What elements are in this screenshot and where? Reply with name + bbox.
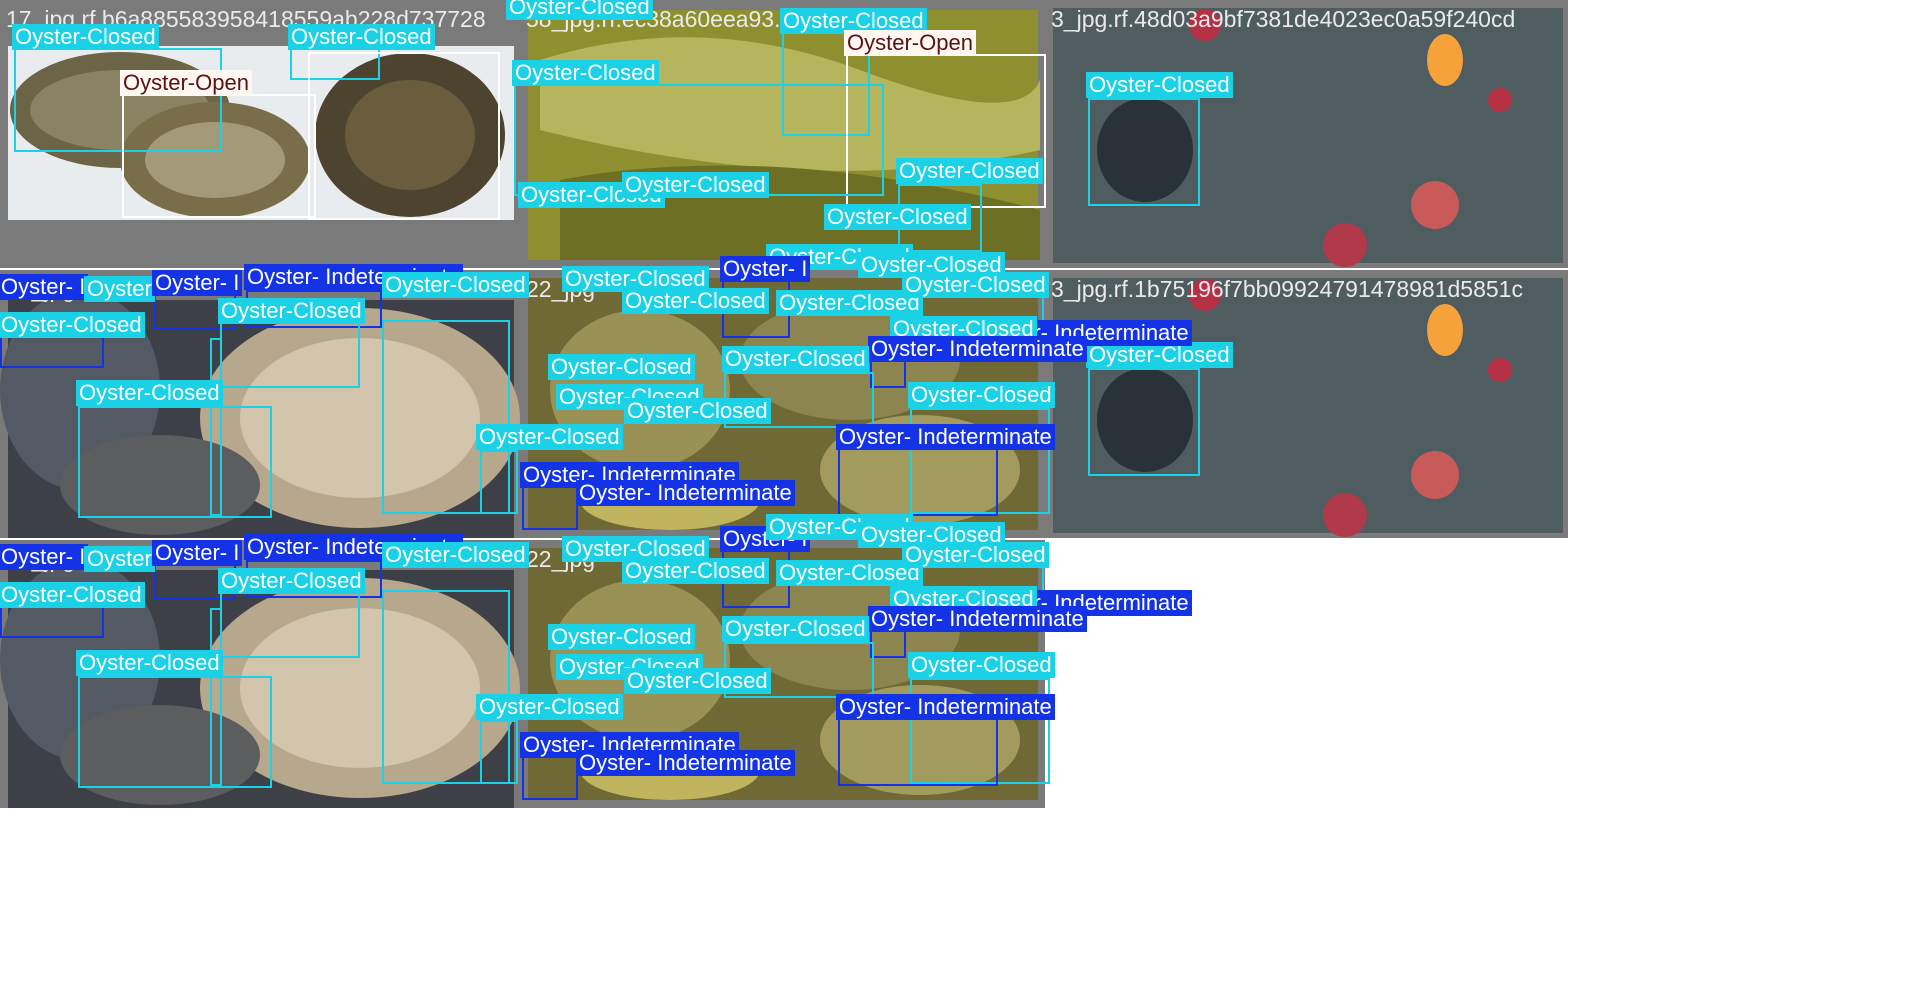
bbox-oyster-closed	[480, 720, 518, 784]
label-oyster-closed: Oyster-Closed	[624, 668, 771, 694]
label-oyster-indeterminate: Oyster- Indeterminate	[868, 606, 1087, 632]
image-tile: 3_jpg.rf.1b75196f7bb09924791478981d5851c	[1045, 270, 1568, 538]
bbox-oyster-closed	[480, 450, 518, 514]
label-oyster-closed: Oyster-Closed	[622, 288, 769, 314]
label-oyster-closed: Oyster-Closed	[1086, 72, 1233, 98]
label-oyster-closed: Oyster-Closed	[0, 582, 145, 608]
label-oyster-indeterminate: Oyster- Indeterminate	[520, 732, 739, 758]
label-oyster-closed: Oyster-Closed	[76, 380, 223, 406]
bbox-oyster-indeterminate	[838, 448, 998, 516]
bbox-oyster-closed	[910, 678, 1050, 784]
label-oyster-open: Oyster-Open	[120, 70, 252, 96]
label-oyster-closed: Oyster-Closed	[776, 290, 923, 316]
label-oyster-indeterminate: Oyster- I	[152, 270, 243, 296]
label-oyster-closed: Oyster	[84, 276, 155, 302]
label-oyster-closed: Oyster-Closed	[624, 398, 771, 424]
bbox-oyster-closed	[1088, 368, 1200, 476]
label-oyster-closed: Oyster-Closed	[76, 650, 223, 676]
label-oyster-indeterminate: Oyster- Indeterminate	[836, 424, 1055, 450]
bbox-oyster-indeterminate	[522, 486, 578, 530]
label-oyster-closed: Oyster-Closed	[722, 616, 869, 642]
bbox-oyster-closed	[382, 590, 510, 784]
bbox-oyster-indeterminate	[0, 336, 104, 368]
bbox-oyster-closed	[220, 592, 360, 658]
label-oyster-closed: Oyster-Closed	[908, 652, 1055, 678]
bbox-oyster-open	[122, 94, 316, 218]
label-oyster-closed: Oyster-Closed	[902, 272, 1049, 298]
mosaic-canvas: 17_jpg.rf.b6a885583958418559ab228d737728…	[0, 0, 1568, 808]
seafloor-photo	[1053, 8, 1563, 267]
bbox-oyster-closed	[210, 338, 222, 516]
bbox-oyster-closed	[910, 408, 1050, 514]
label-oyster-closed: Oyster-Closed	[1086, 342, 1233, 368]
label-oyster-indeterminate: Oyster- I	[0, 274, 89, 300]
label-oyster-closed: Oyster-Closed	[622, 558, 769, 584]
label-oyster-closed: Oyster-Closed	[722, 346, 869, 372]
label-oyster-indeterminate: Oyster- Indeterminate	[836, 694, 1055, 720]
label-oyster-closed: Oyster-Closed	[896, 158, 1043, 184]
bbox-oyster-indeterminate	[870, 630, 906, 658]
label-oyster-indeterminate: Oyster- I	[152, 540, 243, 566]
label-oyster-indeterminate: Oyster- I	[0, 544, 89, 570]
label-oyster-closed: Oyster-Closed	[902, 542, 1049, 568]
label-oyster-closed: Oyster-Closed	[548, 354, 695, 380]
tile-title: 3_jpg.rf.1b75196f7bb09924791478981d5851c	[1051, 276, 1523, 302]
label-oyster-closed: Oyster-Closed	[562, 536, 709, 562]
label-oyster-open: Oyster-Open	[844, 30, 976, 56]
label-oyster-closed: Oyster	[84, 546, 155, 572]
bbox-oyster-open	[308, 52, 500, 220]
oyster-photo	[0, 290, 520, 538]
label-oyster-closed: Oyster-Closed	[824, 204, 971, 230]
bbox-oyster-indeterminate	[838, 718, 998, 786]
label-oyster-closed: Oyster-Closed	[622, 172, 769, 198]
oyster-photo	[0, 560, 520, 808]
label-oyster-closed: Oyster-Closed	[218, 568, 365, 594]
label-oyster-closed: Oyster-Closed	[908, 382, 1055, 408]
label-oyster-indeterminate: Oyster- Indeterminate	[868, 336, 1087, 362]
label-oyster-closed: Oyster-Closed	[476, 694, 623, 720]
label-oyster-closed: Oyster-Closed	[512, 60, 659, 86]
label-oyster-closed: Oyster-Closed	[476, 424, 623, 450]
label-oyster-closed: Oyster-Closed	[288, 24, 435, 50]
bbox-oyster-closed	[210, 608, 222, 786]
bbox-oyster-closed	[382, 320, 510, 514]
bbox-oyster-indeterminate	[870, 360, 906, 388]
label-oyster-closed: Oyster-Closed	[12, 24, 159, 50]
label-oyster-closed: Oyster-Closed	[382, 272, 529, 298]
bbox-oyster-closed	[78, 676, 272, 788]
label-oyster-closed: Oyster-Closed	[506, 0, 653, 20]
label-oyster-closed: Oyster-Closed	[776, 560, 923, 586]
bbox-oyster-closed	[220, 322, 360, 388]
bbox-oyster-indeterminate	[0, 606, 104, 638]
label-oyster-closed: Oyster-Closed	[218, 298, 365, 324]
label-oyster-indeterminate: ter- Indeterminate	[1012, 590, 1192, 616]
label-oyster-closed: Oyster-Closed	[562, 266, 709, 292]
label-oyster-indeterminate: Oyster- Indeterminate	[576, 480, 795, 506]
image-tile: 3_jpg.rf.48d03a9bf7381de4023ec0a59f240cd	[1045, 0, 1568, 268]
label-oyster-indeterminate: Oyster- I	[720, 256, 811, 282]
bbox-oyster-closed	[1088, 98, 1200, 206]
oyster-photo	[8, 46, 514, 220]
tile-title: 3_jpg.rf.48d03a9bf7381de4023ec0a59f240cd	[1051, 6, 1516, 32]
bbox-oyster-indeterminate	[522, 756, 578, 800]
label-oyster-indeterminate: Oyster- Indeterminate	[576, 750, 795, 776]
label-oyster-closed: Oyster-Closed	[0, 312, 145, 338]
label-oyster-closed: Oyster-Closed	[382, 542, 529, 568]
label-oyster-closed: Oyster-Closed	[780, 8, 927, 34]
bbox-oyster-closed	[78, 406, 272, 518]
label-oyster-closed: Oyster-Closed	[548, 624, 695, 650]
